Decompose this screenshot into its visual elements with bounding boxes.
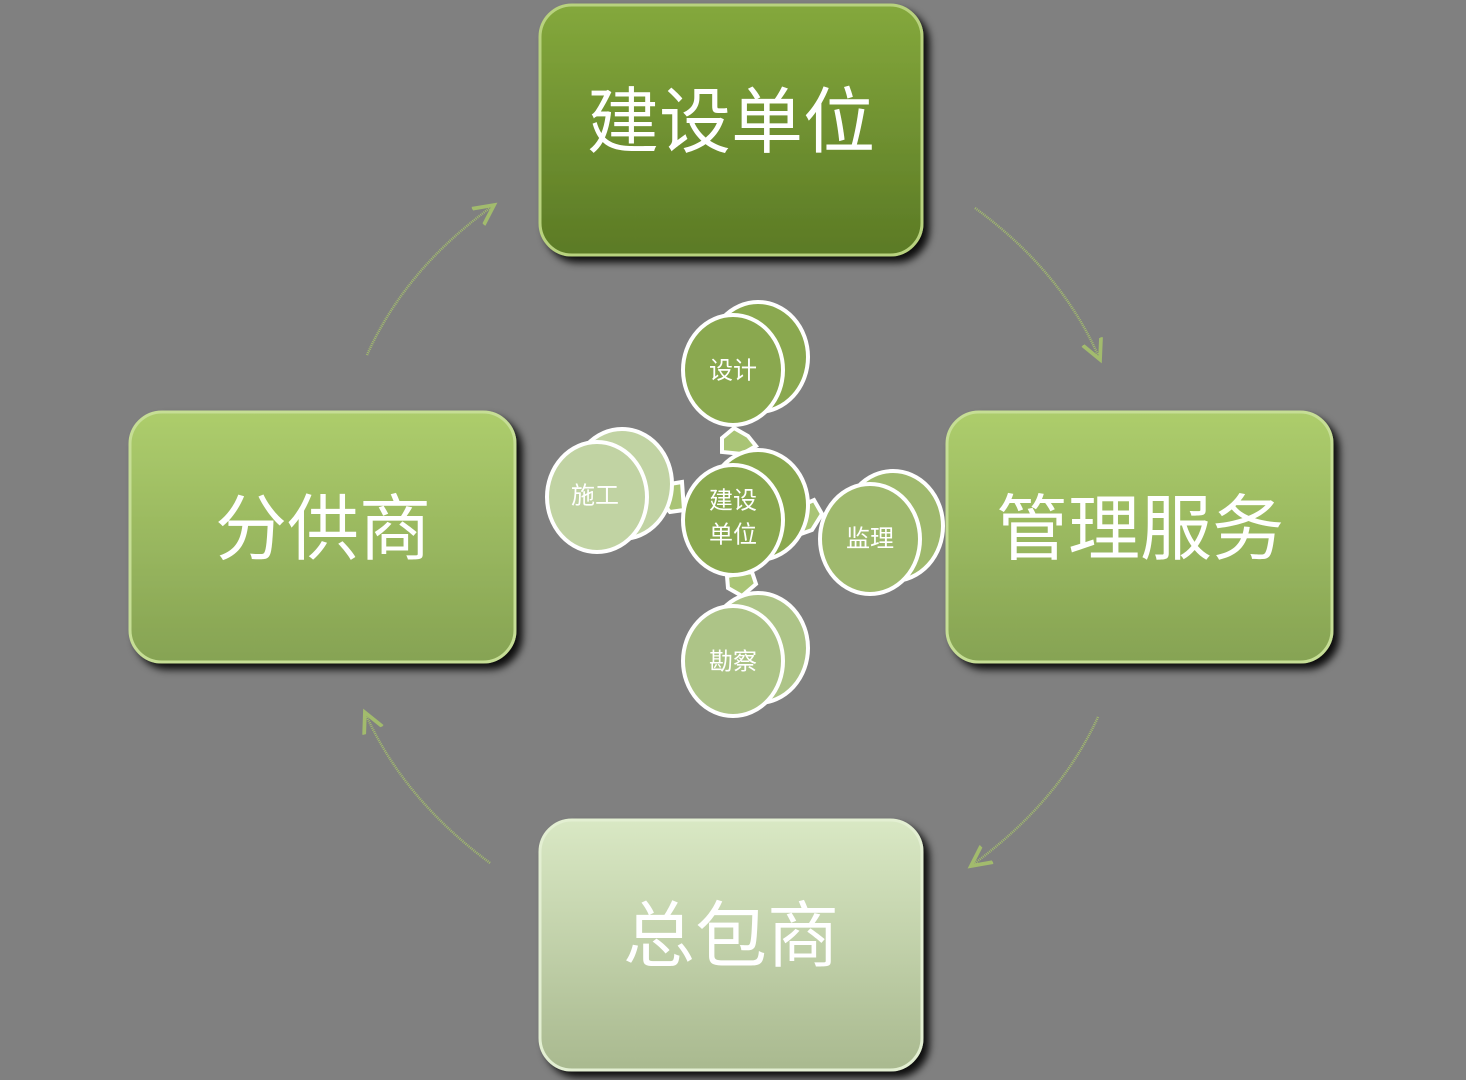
connector-arrows (657, 425, 825, 599)
cycle-arrow-top-left (365, 208, 490, 356)
label-construction: 施工 (571, 482, 619, 510)
label-survey: 勘察 (709, 648, 757, 676)
label-design: 设计 (709, 357, 757, 385)
cylinder-survey (681, 591, 810, 718)
label-supervision: 监理 (846, 525, 894, 553)
box-label: 总包商 (623, 894, 839, 978)
cylinder-design (681, 300, 810, 427)
label-center-line1: 建设 (709, 487, 757, 515)
cylinder-construction (545, 427, 674, 554)
box-label: 管理服务 (996, 487, 1284, 571)
box-general-contractor: 总包商 (538, 818, 924, 1072)
cycle-arrow-bottom-left (367, 717, 491, 865)
cycle-arrow-bottom-right (975, 716, 1100, 863)
box-management-service: 管理服务 (945, 410, 1334, 664)
label-center-line2: 单位 (709, 521, 757, 549)
cycle-arrow-top-right (974, 206, 1098, 355)
box-label: 分供商 (215, 487, 431, 571)
box-construction-unit: 建设单位 (538, 3, 924, 257)
cylinder-supervision (818, 469, 945, 596)
box-label: 建设单位 (587, 80, 875, 164)
cylinder-center (681, 448, 810, 577)
box-subcontractor: 分供商 (128, 410, 517, 664)
